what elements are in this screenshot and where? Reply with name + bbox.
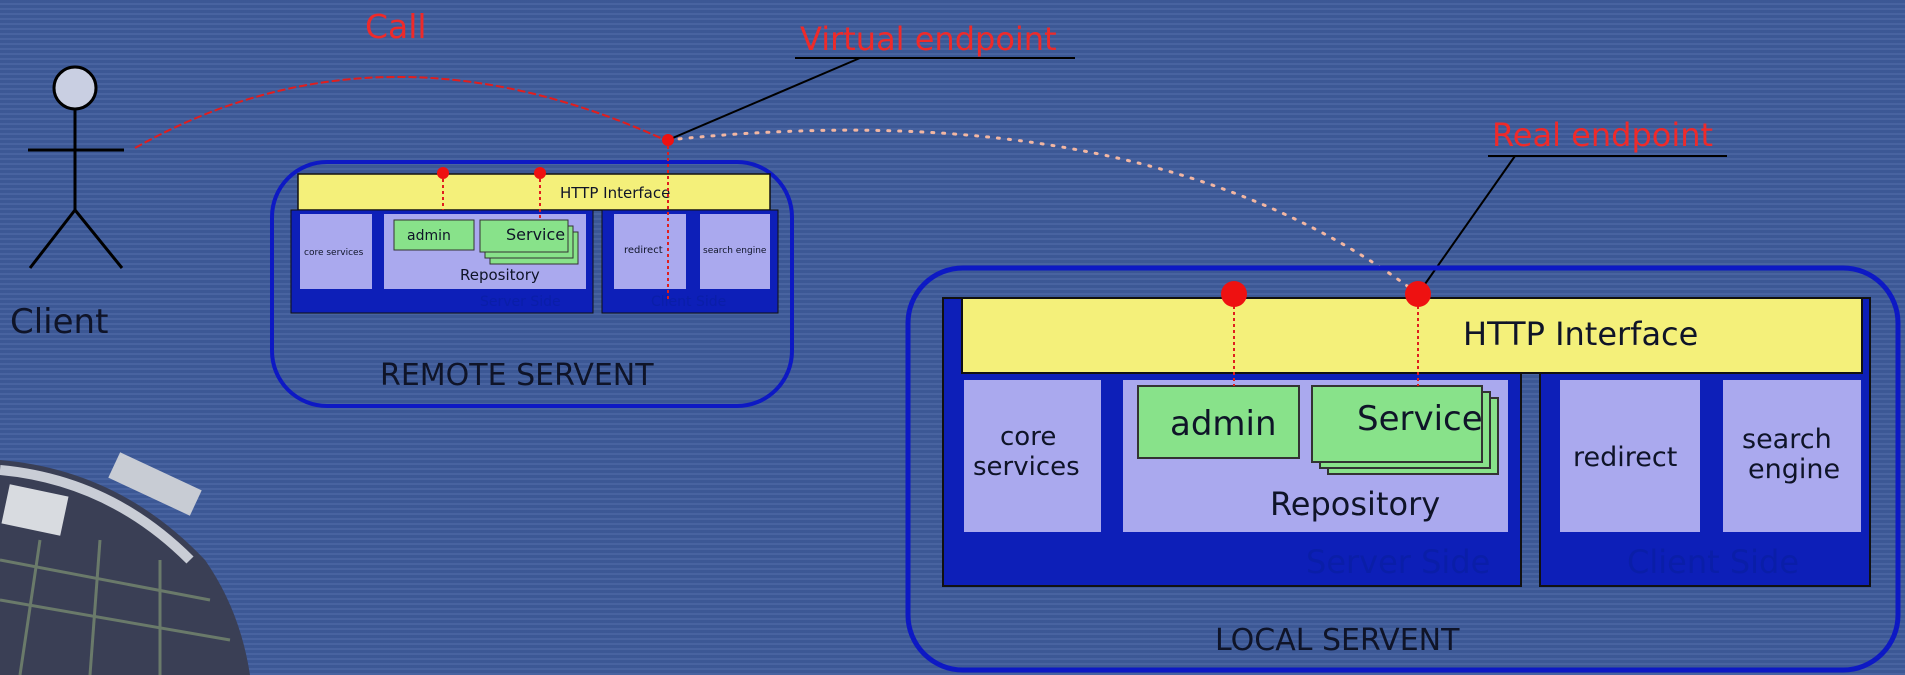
remote-client-side-label: Client Side (651, 294, 726, 310)
virtual-endpoint-pointer (667, 57, 861, 141)
remote-endpoint-2 (534, 167, 546, 179)
call-arc (134, 76, 666, 149)
remote-search-engine-box (700, 214, 770, 289)
client-label: Client (10, 302, 108, 342)
real-endpoint-pointer (1417, 155, 1516, 295)
remote-repository-label: Repository (460, 266, 540, 284)
remote-redirect-label: redirect (624, 245, 663, 256)
virtual-to-real-link (666, 128, 1420, 296)
local-core-services-label-2: services (973, 452, 1080, 482)
remote-search-engine-label: search engine (703, 246, 767, 256)
decorative-globe-graphic (0, 452, 250, 675)
local-search-engine-box (1723, 380, 1861, 532)
local-servent-title: LOCAL SERVENT (1215, 623, 1460, 658)
local-server-side-label: Server Side (1306, 543, 1490, 581)
client-actor-icon (28, 65, 124, 269)
local-search-engine-label-1: search (1742, 424, 1832, 455)
remote-core-services-label: core services (304, 248, 364, 258)
remote-endpoint-1 (437, 167, 449, 179)
remote-redirect-box (614, 214, 686, 289)
real-endpoint-label: Real endpoint (1492, 116, 1713, 154)
local-admin-box (1137, 385, 1300, 459)
remote-admin-box (393, 219, 475, 251)
virtual-endpoint-dot (662, 134, 674, 146)
local-core-services-label-1: core (1000, 422, 1056, 452)
local-core-services-box (964, 380, 1101, 532)
local-servent: HTTP Interface core services admin Servi… (905, 265, 1901, 673)
local-endpoint-1 (1221, 281, 1247, 307)
remote-servent-title: REMOTE SERVENT (380, 358, 654, 393)
remote-service-box (479, 219, 569, 253)
remote-http-interface (297, 173, 771, 211)
remote-core-services-box (300, 214, 372, 289)
local-servent-boundary (905, 265, 1901, 673)
remote-admin-label: admin (407, 228, 451, 244)
local-search-engine-label-2: engine (1748, 454, 1840, 485)
call-label: Call (365, 7, 427, 46)
real-endpoint-dot (1405, 281, 1431, 307)
remote-service-label: Service (506, 225, 565, 244)
local-http-interface-label: HTTP Interface (1463, 315, 1698, 353)
local-service-box (1311, 385, 1483, 463)
local-repository-label: Repository (1270, 485, 1440, 523)
remote-http-interface-label: HTTP Interface (560, 184, 670, 202)
local-admin-label: admin (1170, 404, 1277, 444)
remote-servent-boundary (270, 160, 794, 408)
remote-servent: HTTP Interface core services admin Servi… (270, 134, 794, 408)
local-service-label: Service (1357, 399, 1483, 439)
local-redirect-label: redirect (1573, 442, 1677, 473)
remote-server-side-label: Server Side (480, 294, 561, 310)
local-client-side-label: Client Side (1627, 543, 1799, 581)
local-redirect-box (1560, 380, 1700, 532)
virtual-endpoint-label: Virtual endpoint (800, 20, 1057, 58)
local-http-interface (961, 297, 1863, 374)
